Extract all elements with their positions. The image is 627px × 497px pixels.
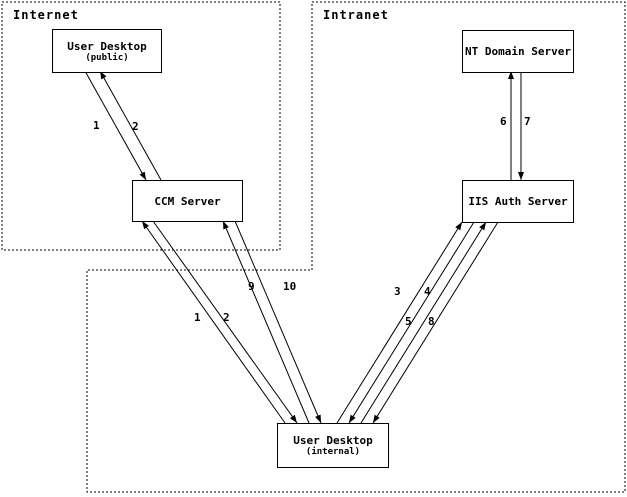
node-subtitle: (public) <box>85 52 129 63</box>
step-label-2-public-ccm: 2 <box>132 120 139 133</box>
intranet-zone-label: Intranet <box>323 8 389 22</box>
arrow-internal-to-iis-3 <box>336 221 463 424</box>
step-label-2-ccm-internal: 2 <box>223 311 230 324</box>
arrow-ccm-to-internal-10 <box>234 220 322 424</box>
arrow-iis-to-internal-8 <box>372 221 499 424</box>
internet-zone-outline <box>1 1 281 251</box>
arrow-iis-to-internal-4 <box>348 221 475 424</box>
step-label-7: 7 <box>524 115 531 128</box>
arrow-ccm-to-internal-2 <box>152 220 298 424</box>
step-label-10: 10 <box>283 280 297 293</box>
step-label-8: 8 <box>428 315 435 328</box>
node-ccm-server: CCM Server <box>132 180 243 222</box>
internet-zone-label: Internet <box>13 8 79 22</box>
step-label-4: 4 <box>424 285 431 298</box>
node-title: CCM Server <box>154 194 221 208</box>
step-label-5: 5 <box>405 315 412 328</box>
arrow-ccm-to-public <box>99 70 162 181</box>
node-user-desktop-public: User Desktop (public) <box>52 29 162 73</box>
node-iis-auth-server: IIS Auth Server <box>462 180 574 223</box>
step-label-6: 6 <box>500 115 507 128</box>
node-user-desktop-internal: User Desktop (internal) <box>277 423 389 468</box>
step-label-3: 3 <box>394 285 401 298</box>
node-title: User Desktop <box>67 39 147 53</box>
step-label-1-ccm-internal: 1 <box>194 311 201 324</box>
step-label-9: 9 <box>248 280 255 293</box>
node-title: NT Domain Server <box>465 45 571 58</box>
node-subtitle: (internal) <box>305 447 361 457</box>
step-label-1-public-ccm: 1 <box>93 119 100 132</box>
node-nt-domain-server: NT Domain Server <box>462 30 574 73</box>
arrow-internal-to-ccm-9 <box>222 220 310 424</box>
arrow-internal-to-ccm-1 <box>141 220 286 424</box>
arrow-internal-to-iis-5 <box>360 221 487 424</box>
node-title: IIS Auth Server <box>468 195 568 208</box>
arrow-public-to-ccm <box>84 70 147 181</box>
intranet-zone-outline <box>86 1 626 493</box>
node-title: User Desktop <box>293 434 373 447</box>
